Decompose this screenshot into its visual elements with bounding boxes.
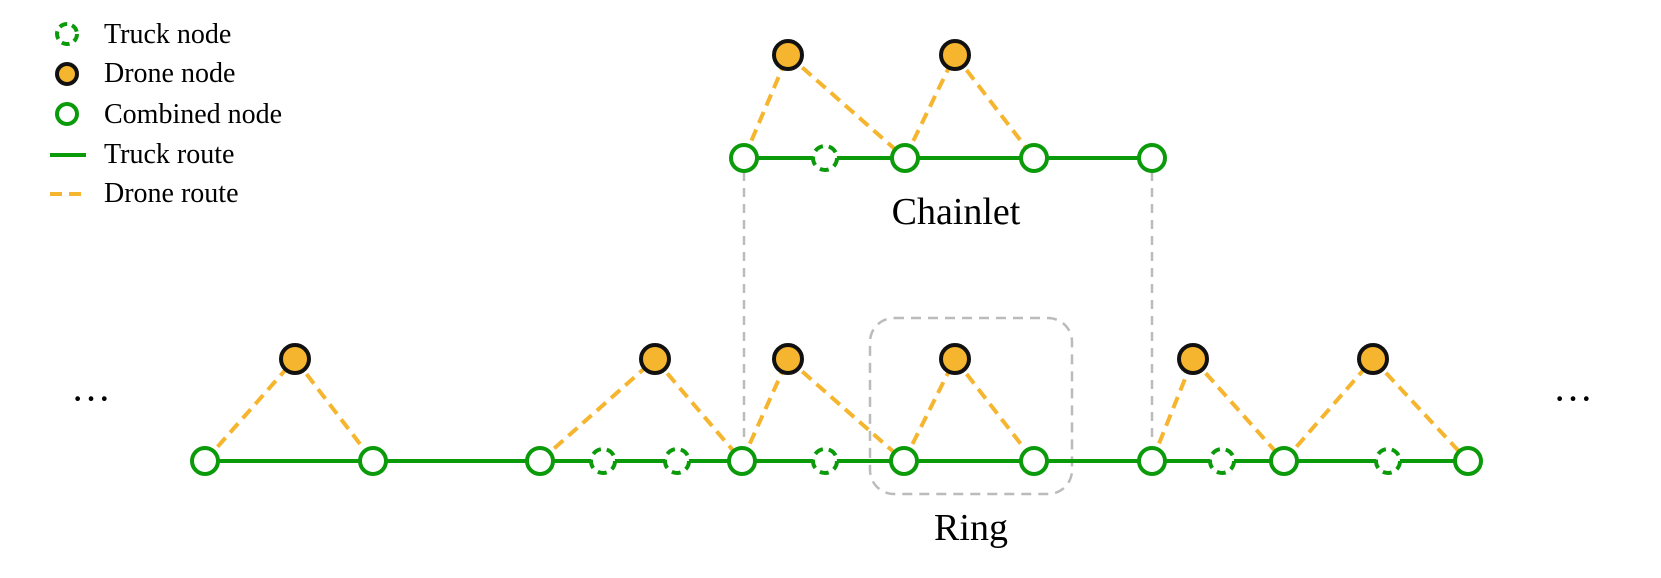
legend-combined-node-icon [55,102,79,126]
ring-label: Ring [934,507,1008,549]
drone-route [1150,358,1195,462]
drone-route [1191,357,1286,463]
combined-node [1269,446,1299,476]
legend-combined-node-label: Combined node [104,99,282,130]
truck-node [1374,447,1402,475]
ellipsis-right: ··· [1553,376,1593,421]
legend-drone-node-icon [55,62,79,86]
drone-node [939,343,971,375]
drone-node [279,343,311,375]
combined-node [890,143,920,173]
drone-route [293,357,375,463]
truck-node [589,447,617,475]
drone-node [939,39,971,71]
ellipsis-left: ··· [71,376,111,421]
drone-route [786,53,907,160]
legend-truck-node-icon [55,22,79,46]
combined-node [1019,446,1049,476]
drone-route [740,358,790,462]
drone-route [1282,357,1375,463]
chainlet-nodes [729,39,1167,173]
chainlet-label: Chainlet [892,191,1021,233]
ring-box [868,316,1074,496]
combined-node [190,446,220,476]
truck-node [811,447,839,475]
combined-node [727,446,757,476]
drone-route [903,54,957,159]
combined-node [1137,446,1167,476]
legend-drone-node-label: Drone node [104,58,235,89]
combined-node [1019,143,1049,173]
chainlet-drone-routes [742,53,1036,160]
legend-drone-route-label: Drone route [104,178,239,209]
combined-node [1453,446,1483,476]
drone-route [786,357,906,463]
truck-node [1208,447,1236,475]
chainlet-guides [742,172,1154,440]
main-nodes [190,343,1483,476]
drone-route [203,357,297,463]
drone-node [1177,343,1209,375]
combined-node [358,446,388,476]
drone-node [639,343,671,375]
drone-node [772,39,804,71]
combined-node [729,143,759,173]
drone-node [1357,343,1389,375]
combined-node [889,446,919,476]
legend: Truck node Drone node Combined node Truc… [50,19,282,209]
drone-route [1371,357,1470,463]
drone-route [653,357,744,463]
drone-route [902,358,957,462]
main-drone-routes [203,357,1470,463]
drone-route [953,53,1036,160]
drone-node [772,343,804,375]
truck-node [663,447,691,475]
legend-truck-route-label: Truck route [104,139,234,170]
drone-route [953,357,1036,463]
drone-route [538,357,657,463]
drone-route [742,54,790,159]
truck-node [811,144,839,172]
combined-node [1137,143,1167,173]
combined-node [525,446,555,476]
legend-truck-node-label: Truck node [104,19,231,50]
